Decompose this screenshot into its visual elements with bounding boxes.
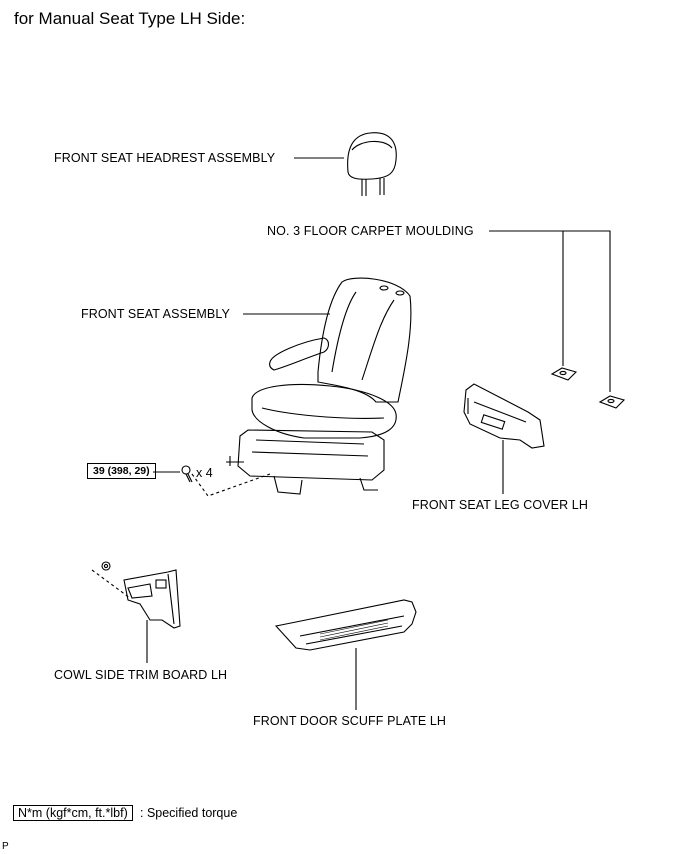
torque-legend-description: : Specified torque — [140, 806, 238, 820]
seat-assembly-label: FRONT SEAT ASSEMBLY — [81, 307, 230, 321]
page-title: for Manual Seat Type LH Side: — [14, 9, 246, 28]
page-code: P — [2, 841, 9, 852]
cowl-trim-clip-drawing — [101, 561, 111, 571]
headrest-label: FRONT SEAT HEADREST ASSEMBLY — [54, 151, 276, 165]
torque-value-box: 39 (398, 29) — [87, 463, 156, 479]
torque-unit-legend-box: N*m (kgf*cm, ft.*lbf) — [13, 805, 133, 821]
floor-carpet-moulding-clips — [550, 367, 626, 409]
cowl-trim-label: COWL SIDE TRIM BOARD LH — [54, 668, 228, 682]
leg-cover-drawing — [463, 383, 545, 449]
scuff-plate-label: FRONT DOOR SCUFF PLATE LH — [253, 714, 447, 728]
front-seat-drawing — [226, 277, 412, 495]
leg-cover-label: FRONT SEAT LEG COVER LH — [412, 498, 588, 512]
bolt-quantity: x 4 — [196, 466, 213, 480]
cowl-trim-drawing — [123, 569, 181, 629]
bolt-drawing — [181, 465, 193, 483]
headrest-drawing — [347, 132, 397, 196]
scuff-plate-drawing — [274, 599, 417, 651]
carpet-moulding-label: NO. 3 FLOOR CARPET MOULDING — [267, 224, 474, 238]
carpet-moulding-leader-line — [489, 230, 611, 392]
clip-install-dashed-line — [91, 569, 131, 599]
